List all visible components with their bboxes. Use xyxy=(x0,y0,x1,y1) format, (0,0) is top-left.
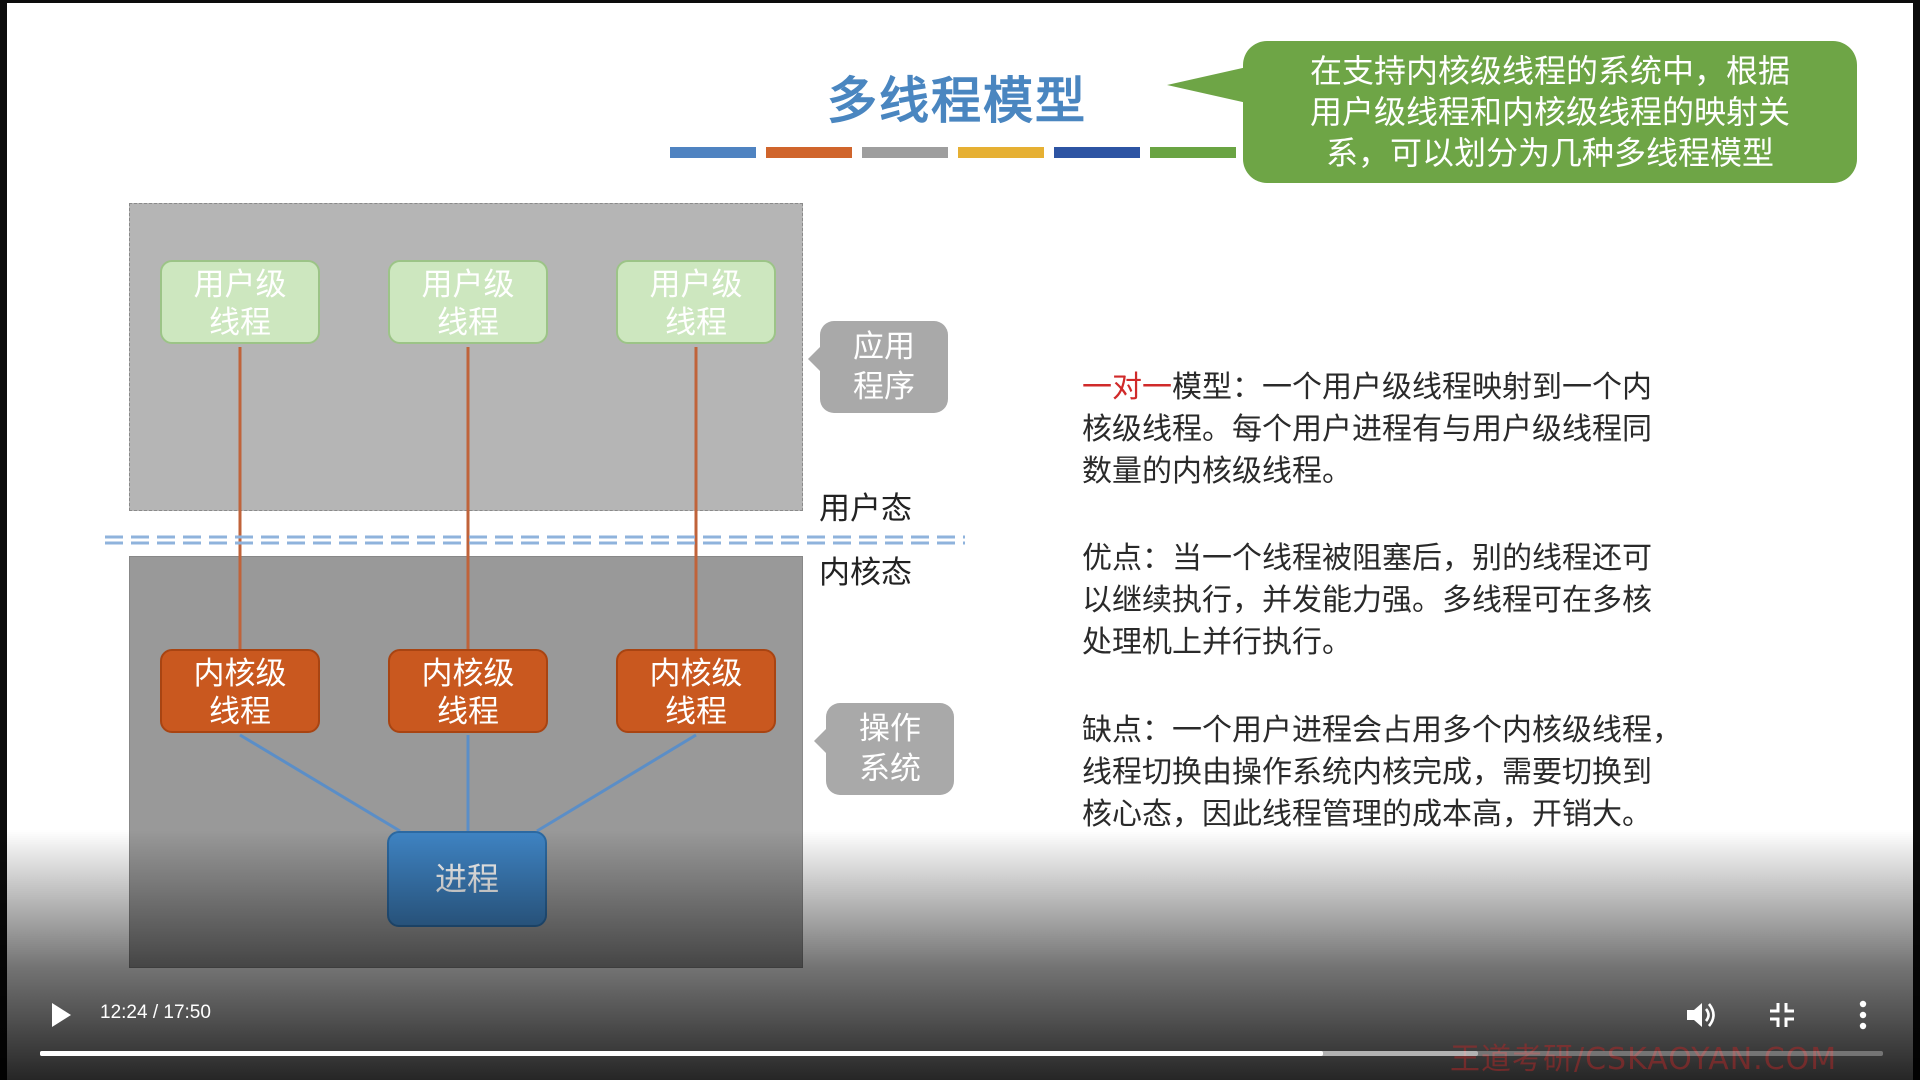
mode-divider xyxy=(105,535,965,545)
exit-fullscreen-icon xyxy=(1770,1003,1794,1027)
paragraph-line: 处理机上并行执行。 xyxy=(1082,625,1352,660)
os-tag: 操作 系统 xyxy=(814,703,954,795)
color-bar-segment xyxy=(862,147,948,158)
callout-line: 在支持内核级线程的系统中，根据 xyxy=(1309,52,1790,90)
one-to-one-paragraph: 一对一模型：一个用户级线程映射到一个内 核级线程。每个用户进程有与用户级线程同 … xyxy=(1082,367,1802,493)
slide-frame: 多线程模型 在支持内核级线程的系统中，根据 用户级线程和内核级线程的映射关 系，… xyxy=(7,3,1913,1080)
user-thread-label: 用户级 xyxy=(421,267,515,303)
highlight-term: 一对一 xyxy=(1082,370,1172,405)
paragraph-line: 以继续执行，并发能力强。多线程可在多核 xyxy=(1082,583,1652,618)
user-thread-box: 用户级 线程 xyxy=(388,260,548,344)
paragraph-line: 数量的内核级线程。 xyxy=(1082,454,1352,489)
application-tag: 应用 程序 xyxy=(808,321,948,413)
kernel-mode-label: 内核态 xyxy=(819,555,912,591)
color-bar-segment xyxy=(1054,147,1140,158)
user-thread-box: 用户级 线程 xyxy=(160,260,320,344)
paragraph-line: 线程切换由操作系统内核完成，需要切换到 xyxy=(1082,755,1652,790)
paragraph-line: 优点：当一个线程被阻塞后，别的线程还可 xyxy=(1082,541,1652,576)
process-box: 进程 xyxy=(387,831,547,927)
time-display: 12:24 / 17:50 xyxy=(100,1002,211,1023)
paragraph-text: 模型：一个用户级线程映射到一个内 xyxy=(1172,370,1652,405)
paragraph-line: 核级线程。每个用户进程有与用户级线程同 xyxy=(1082,412,1652,447)
play-icon xyxy=(52,1003,71,1027)
callout-tail xyxy=(1167,67,1247,103)
tag-label: 程序 xyxy=(853,369,915,405)
mapping-lines xyxy=(238,347,698,833)
color-bar-segment xyxy=(1150,147,1236,158)
user-thread-label: 用户级 xyxy=(649,267,743,303)
kernel-thread-box: 内核级 线程 xyxy=(616,649,776,733)
tag-label: 应用 xyxy=(853,329,915,365)
kernel-thread-label: 内核级 xyxy=(649,656,743,692)
kernel-thread-box: 内核级 线程 xyxy=(160,649,320,733)
kernel-thread-label: 线程 xyxy=(437,694,499,730)
kernel-thread-label: 线程 xyxy=(665,694,727,730)
callout-line: 用户级线程和内核级线程的映射关 xyxy=(1309,93,1790,131)
kernel-thread-label: 内核级 xyxy=(193,656,287,692)
slide-title: 多线程模型 xyxy=(827,72,1087,130)
player-controls: 12:24 / 17:50 xyxy=(0,990,1920,1050)
volume-icon xyxy=(1687,1003,1715,1027)
tag-label: 操作 xyxy=(859,711,921,747)
watermark: 王道考研/CSKAOYAN.COM xyxy=(1450,1042,1838,1077)
progress-bar[interactable] xyxy=(40,1051,1883,1056)
paragraph-line: 缺点：一个用户进程会占用多个内核级线程， xyxy=(1082,713,1682,748)
color-bar-segment xyxy=(670,147,756,158)
color-bar-segment xyxy=(958,147,1044,158)
progress-played xyxy=(40,1051,1323,1056)
kernel-thread-label: 内核级 xyxy=(421,656,515,692)
paragraph-line: 核心态，因此线程管理的成本高，开销大。 xyxy=(1082,797,1652,832)
user-thread-label: 线程 xyxy=(437,305,499,341)
user-thread-label: 线程 xyxy=(209,305,271,341)
callout-line: 系，可以划分为几种多线程模型 xyxy=(1325,134,1774,172)
callout-bubble: 在支持内核级线程的系统中，根据 用户级线程和内核级线程的映射关 系，可以划分为几… xyxy=(1243,41,1857,183)
play-button[interactable] xyxy=(36,990,86,1040)
paragraph-line: 一对一模型：一个用户级线程映射到一个内 xyxy=(1082,367,1802,409)
user-mode-label: 用户态 xyxy=(819,491,912,527)
user-thread-label: 线程 xyxy=(665,305,727,341)
user-thread-label: 用户级 xyxy=(193,267,287,303)
disadvantages-paragraph: 缺点：一个用户进程会占用多个内核级线程， 线程切换由操作系统内核完成，需要切换到… xyxy=(1082,710,1802,836)
more-options-button[interactable] xyxy=(1838,990,1888,1040)
tag-label: 系统 xyxy=(859,751,921,787)
advantages-paragraph: 优点：当一个线程被阻塞后，别的线程还可 以继续执行，并发能力强。多线程可在多核 … xyxy=(1082,538,1802,664)
user-thread-box: 用户级 线程 xyxy=(616,260,776,344)
volume-button[interactable] xyxy=(1677,990,1727,1040)
kernel-thread-box: 内核级 线程 xyxy=(388,649,548,733)
color-bar-segment xyxy=(766,147,852,158)
more-vert-icon xyxy=(1859,1000,1867,1030)
process-link xyxy=(536,733,697,833)
process-link xyxy=(239,733,401,833)
exit-fullscreen-button[interactable] xyxy=(1757,990,1807,1040)
kernel-thread-label: 线程 xyxy=(209,694,271,730)
